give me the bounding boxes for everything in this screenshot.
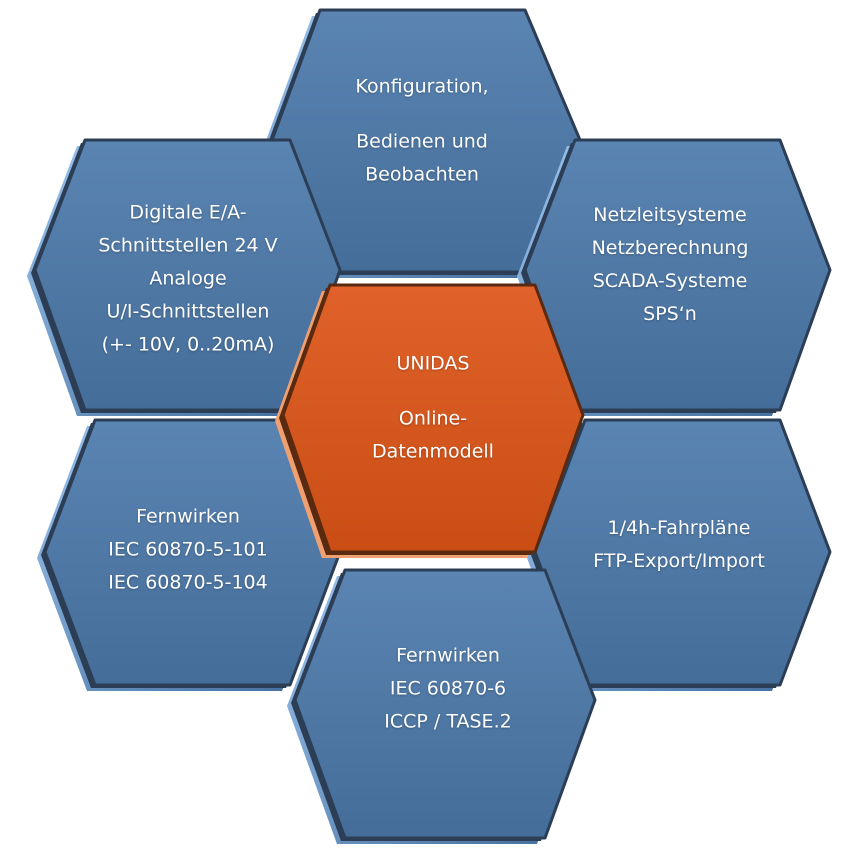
label-line: Konfiguration, [355, 75, 489, 98]
label-line: Netzberechnung [591, 237, 749, 259]
label-line: UNIDAS [396, 352, 470, 375]
label-line: Fernwirken [136, 505, 240, 528]
hexagon-face [293, 568, 597, 840]
label-line: IEC 60870-6 [389, 677, 507, 700]
label-line: FTP-Export/Import [593, 550, 765, 572]
label-line: Datenmodell [372, 440, 494, 463]
label-line: Netzleitsysteme [593, 204, 747, 226]
hexagon-telecontrol-101-104 [37, 418, 342, 691]
label-telecontrol-101-104: Fernwirken IEC 60870-5-101 IEC 60870-5-1… [108, 501, 267, 600]
hexagon-control-systems [517, 138, 832, 416]
label-configuration: Konfiguration, Bedienen und Beobachten [355, 71, 488, 192]
label-line: SCADA-Systeme [592, 270, 748, 292]
label-line: Fernwirken [396, 644, 500, 667]
label-unidas-center: UNIDAS Online- Datenmodell [372, 348, 494, 469]
label-line: IEC 60870-5-104 [108, 571, 268, 594]
label-digital-io: Digitale E/A- Schnittstellen 24 V Analog… [98, 197, 277, 362]
hexagon-face [281, 283, 585, 554]
label-line: Online- [398, 407, 468, 430]
label-line: ICCP / TASE.2 [384, 710, 512, 733]
label-line: Analoge [149, 267, 227, 290]
label-line: Digitale E/A- [129, 201, 247, 224]
label-line: (+- 10V, 0..20mA) [101, 333, 275, 356]
hexagon-digital-io [27, 138, 342, 416]
label-line: U/I-Schnittstellen [106, 300, 270, 323]
label-line: SPS‘n [643, 303, 697, 325]
hexagon-telecontrol-iccp [287, 568, 597, 844]
label-telecontrol-iccp: Fernwirken IEC 60870-6 ICCP / TASE.2 [384, 640, 511, 739]
label-line: Beobachten [365, 163, 479, 186]
hexagon-schedules-ftp [527, 418, 832, 691]
label-gap [355, 104, 488, 126]
label-line: 1/4h-Fahrpläne [607, 517, 751, 539]
hexagon-face [523, 138, 832, 412]
label-gap [372, 381, 494, 403]
label-schedules-ftp: 1/4h-Fahrpläne FTP-Export/Import [593, 512, 765, 578]
label-line: IEC 60870-5-101 [108, 538, 268, 561]
label-control-systems: Netzleitsysteme Netzberechnung SCADA-Sys… [592, 199, 749, 331]
label-line: Bedienen und [356, 130, 488, 153]
hexagon-configuration [264, 8, 582, 278]
hexagon-unidas-center [275, 283, 585, 558]
label-line: Schnittstellen 24 V [98, 234, 278, 257]
